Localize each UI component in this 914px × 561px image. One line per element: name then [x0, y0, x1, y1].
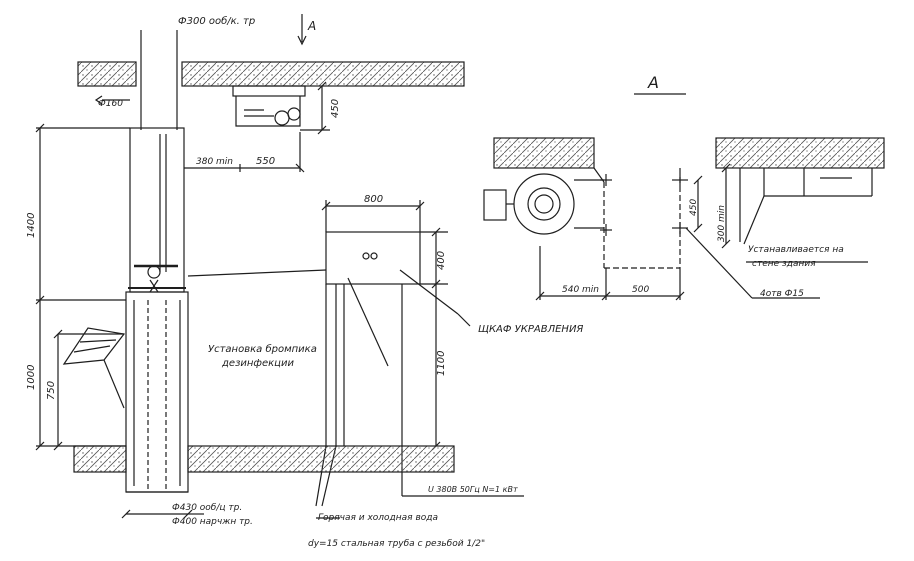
vertical-pipe [125, 30, 189, 493]
detail-dim-450-label: 450 [689, 199, 699, 216]
detail-dim-500-label: 500 [632, 285, 649, 295]
discharge-chute [62, 327, 126, 409]
dim-left [35, 123, 130, 451]
section-title: А [647, 73, 659, 92]
dim-550-label: 550 [256, 156, 275, 167]
holes-leader [685, 227, 868, 299]
dim-1100-label: 1100 [436, 351, 447, 376]
holes-label: 4отв Ф15 [760, 289, 804, 299]
install-label-2: стене здания [752, 259, 816, 269]
dim-1400-label: 1400 [26, 213, 37, 238]
leader-lines [187, 269, 471, 367]
disinfection-label-2: дезинфекции [221, 358, 294, 369]
control-cabinet-label: ЩКАФ УКРАВЛЕНИЯ [478, 324, 583, 335]
disinfection-label-1: Установка бромпика [208, 343, 317, 355]
water-pipes [315, 284, 524, 507]
pipe-spec-label: dy=15 стальная труба с резьбой 1/2" [308, 539, 485, 549]
section-a-bracket [739, 168, 873, 245]
section-arrow-label: А [307, 19, 316, 33]
section-a-slab [493, 137, 885, 269]
section-a-dims [535, 163, 731, 301]
detail-dim-540-label: 540 min [562, 285, 599, 295]
dim-380-label: 380 min [196, 157, 233, 167]
section-a-marks [600, 174, 688, 236]
pipe-bottom-label-1: Ф430 ооб/ц тр. [172, 503, 242, 513]
detail-view-labels: А 450 300 min 540 min 500 Устанавливаетс… [562, 73, 844, 299]
power-label: U 380В 50Гц N=1 кВт [428, 485, 518, 494]
pipe-valve [128, 264, 186, 293]
ceiling-slab [77, 61, 465, 87]
pipe-top-label: Ф300 ооб/к. тр [178, 15, 255, 27]
section-a-fan [483, 173, 604, 235]
control-cabinet [321, 200, 448, 451]
dim-top [184, 81, 330, 173]
dim-750-label: 750 [46, 381, 57, 400]
small-stub [94, 95, 130, 105]
dim-400-label: 400 [436, 251, 447, 270]
water-label: Горячая и холодная вода [318, 513, 438, 523]
dim-bottom [121, 509, 204, 519]
floor-slab [73, 445, 455, 473]
main-view-labels: Ф300 ооб/к. тр А Ф160 450 380 min 550 14… [26, 15, 583, 549]
pipe-small-label: Ф160 [98, 99, 123, 109]
install-label-1: Устанавливается на [748, 245, 844, 255]
detail-dim-300-label: 300 min [717, 205, 727, 242]
dim-450-label: 450 [330, 99, 341, 118]
pipe-bottom-label-2: Ф400 нарчжн тр. [172, 517, 253, 527]
section-arrow [297, 14, 307, 46]
ceiling-fixture [232, 85, 306, 127]
dim-1000-label: 1000 [26, 365, 37, 390]
dim-800-label: 800 [364, 194, 383, 205]
